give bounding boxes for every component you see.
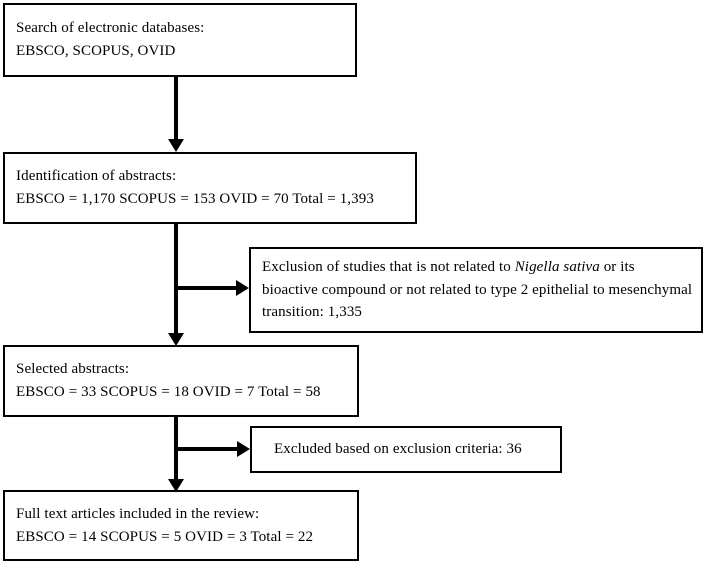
connector-search-to-identification <box>174 77 178 141</box>
excluded-criteria-text: Excluded based on exclusion criteria: 36 <box>274 441 522 458</box>
exclusion-text-part-2: or its bioactive compound or not related… <box>262 258 693 321</box>
identification-abstracts-line-1: Identification of abstracts: <box>16 168 177 185</box>
arrow-right-icon <box>236 280 249 296</box>
full-text-included-line-1: Full text articles included in the revie… <box>16 505 260 522</box>
arrow-right-icon <box>237 441 250 457</box>
species-name-italic: Nigella sativa <box>514 258 600 275</box>
connector-to-excluded-criteria-box <box>176 447 239 451</box>
arrow-down-icon <box>168 479 184 492</box>
exclusion-criteria-text: Exclusion of studies that is not related… <box>251 256 701 324</box>
full-text-included-line-2: EBSCO = 14 SCOPUS = 5 OVID = 3 Total = 2… <box>16 528 314 545</box>
selected-abstracts-line-2: EBSCO = 33 SCOPUS = 18 OVID = 7 Total = … <box>16 384 321 400</box>
search-databases-box: Search of electronic databases: EBSCO, S… <box>3 3 357 77</box>
connector-to-exclusion-box <box>176 286 238 290</box>
identification-abstracts-line-2: EBSCO = 1,170 SCOPUS = 153 OVID = 70 Tot… <box>16 191 374 207</box>
search-databases-line-2: EBSCO, SCOPUS, OVID <box>16 43 176 59</box>
arrow-down-icon <box>168 333 184 346</box>
exclusion-criteria-box: Exclusion of studies that is not related… <box>249 247 703 333</box>
arrow-down-icon <box>168 139 184 152</box>
connector-identification-to-selected <box>174 224 178 335</box>
excluded-based-on-criteria-box: Excluded based on exclusion criteria: 36 <box>250 426 562 473</box>
identification-abstracts-box: Identification of abstracts: EBSCO = 1,1… <box>3 152 417 224</box>
selected-abstracts-line-1: Selected abstracts: <box>16 361 130 378</box>
full-text-included-box: Full text articles included in the revie… <box>3 490 359 561</box>
exclusion-text-part-1: Exclusion of studies that is not related… <box>262 258 515 275</box>
search-databases-line-1: Search of electronic databases: <box>16 20 205 37</box>
selected-abstracts-box: Selected abstracts: EBSCO = 33 SCOPUS = … <box>3 345 359 417</box>
